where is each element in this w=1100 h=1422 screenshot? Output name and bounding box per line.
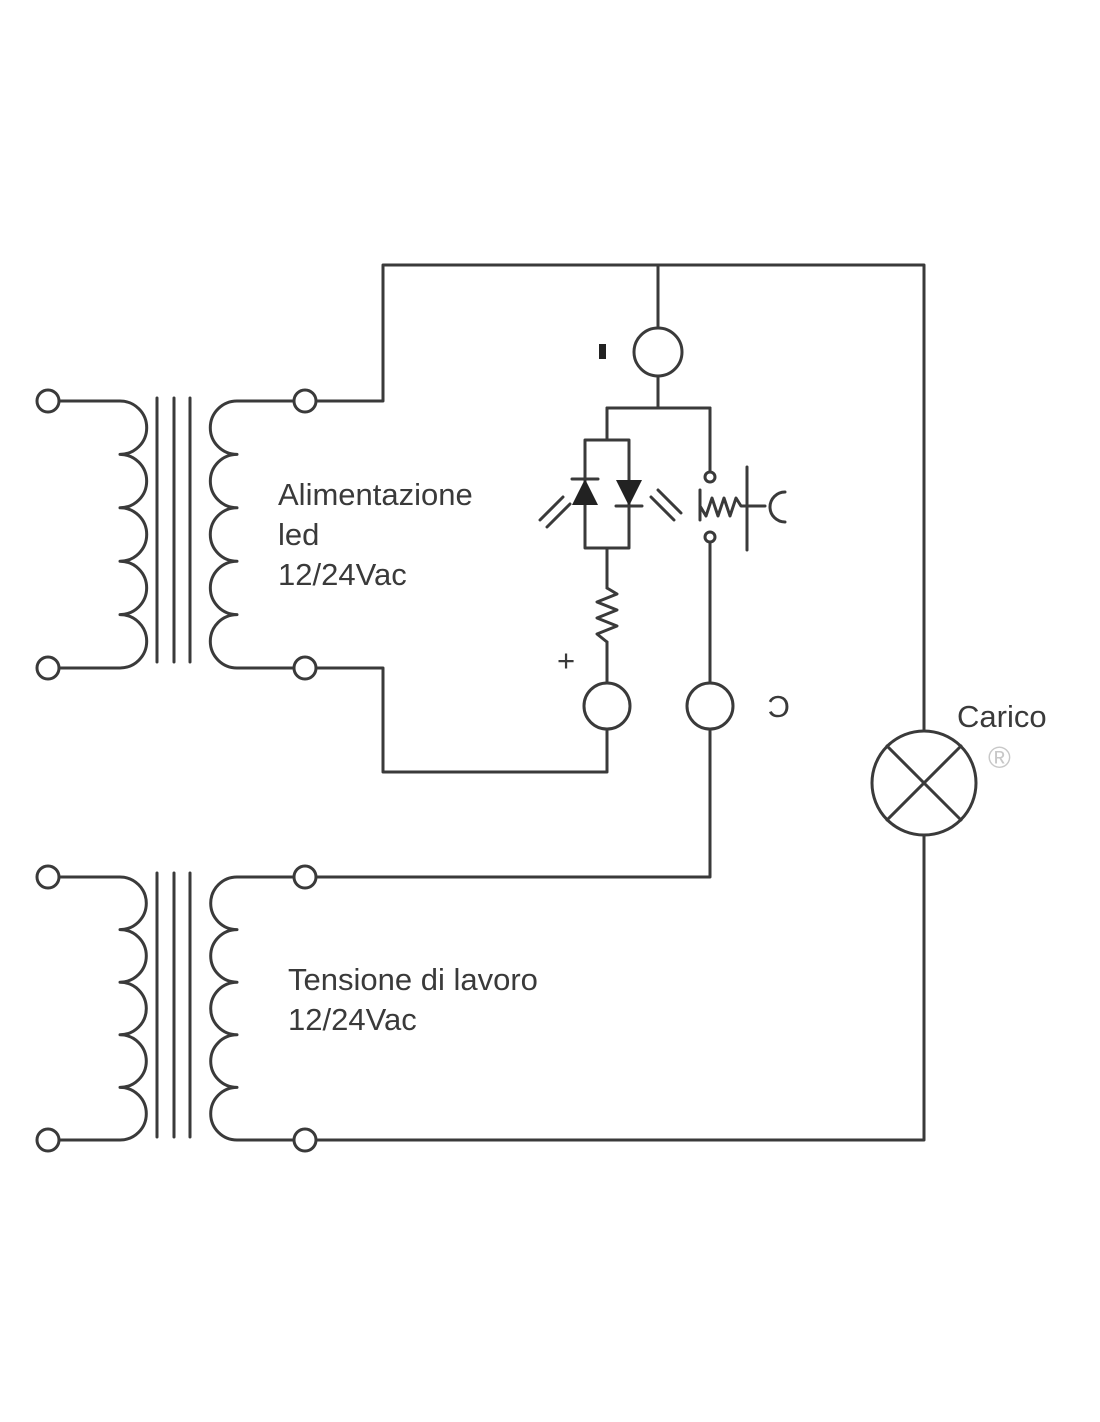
work-voltage-label-2: 12/24Vac <box>288 1002 417 1037</box>
transformer-work-voltage <box>35 864 318 1153</box>
led-supply-label-2: led <box>278 517 319 552</box>
wiring <box>314 263 926 1142</box>
minus-sign <box>599 344 606 359</box>
terminal-minus <box>632 326 684 378</box>
led-pair <box>538 438 683 550</box>
load-label: Carico <box>957 699 1047 734</box>
terminal-c <box>685 681 735 731</box>
c-label: C <box>768 689 790 724</box>
led-supply-label-3: 12/24Vac <box>278 557 407 592</box>
plus-label: + <box>557 643 575 678</box>
work-voltage-label-1: Tensione di lavoro <box>288 962 538 997</box>
lamp-load <box>870 729 978 837</box>
push-button-switch <box>698 465 787 552</box>
terminal-plus <box>582 681 632 731</box>
transformer-led-supply <box>35 388 318 681</box>
registered-mark: ® <box>988 740 1011 775</box>
resistor <box>595 586 619 644</box>
led-supply-label-1: Alimentazione <box>278 477 473 512</box>
